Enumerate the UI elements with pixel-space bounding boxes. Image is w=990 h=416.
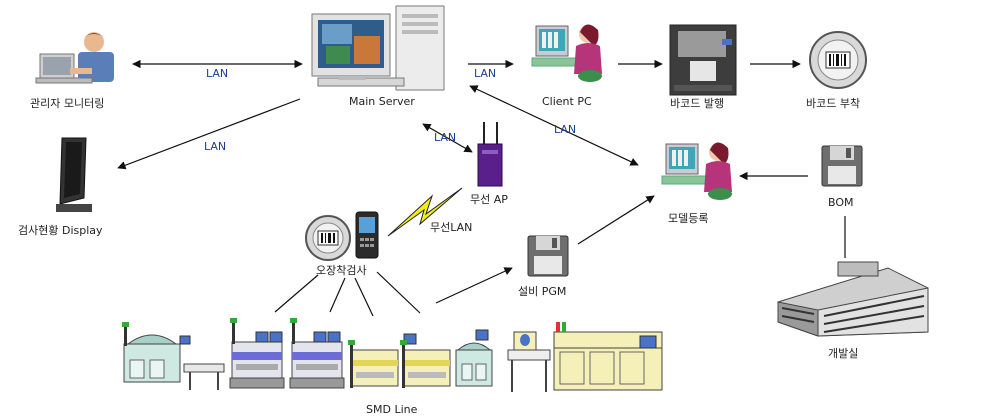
- conn-line-pgm: [435, 267, 513, 304]
- wireless-signal-icon: [387, 187, 463, 237]
- connections: [117, 59, 846, 317]
- smd-reflow-oven: [553, 322, 663, 391]
- conn-server-display: [117, 98, 301, 170]
- main-server-icon: [311, 5, 445, 91]
- pgm-floppy-icon: [527, 235, 569, 277]
- smd-machine-5: [400, 333, 451, 388]
- conn-server-model: [469, 85, 639, 166]
- label-model-registration: 모델등록: [668, 212, 709, 225]
- label-inspection-display: 검사현황 Display: [18, 224, 103, 237]
- smd-inspection-stand: [507, 331, 551, 392]
- conn-insp-4: [376, 271, 421, 314]
- label-wireless-ap: 무선 AP: [470, 193, 508, 206]
- handheld-scanner-icon: [355, 211, 379, 259]
- admin-person-icon: [35, 32, 114, 84]
- smd-conveyor-1: [183, 363, 225, 390]
- label-barcode-print: 바코드 발행: [670, 97, 725, 110]
- model-registration-icon: [661, 142, 732, 200]
- lan-label-display: LAN: [204, 140, 227, 153]
- label-bom: BOM: [828, 196, 854, 209]
- development-building-icon: [777, 261, 929, 337]
- lan-label-ap: LAN: [434, 131, 457, 144]
- label-main-server: Main Server: [349, 95, 415, 108]
- conn-insp-3: [354, 277, 374, 317]
- lan-label-model: LAN: [554, 123, 577, 136]
- bom-floppy-icon: [821, 145, 863, 187]
- label-inspection: 오장착검사: [316, 264, 367, 277]
- label-dev-room: 개발실: [828, 347, 859, 360]
- smd-machine-6: [455, 329, 493, 387]
- label-client-pc: Client PC: [542, 95, 592, 108]
- inspection-reel-icon: [305, 215, 351, 261]
- smd-machine-1: [122, 322, 191, 383]
- barcode-printer-icon: [669, 24, 737, 96]
- conn-insp-2: [329, 277, 346, 313]
- inspection-display-icon: [56, 137, 92, 212]
- conn-insp-1: [274, 274, 319, 313]
- label-equipment-pgm: 설비 PGM: [518, 285, 567, 298]
- client-pc-icon: [531, 24, 602, 82]
- wireless-ap-icon: [477, 122, 503, 187]
- label-wireless-lan: 무선LAN: [430, 221, 473, 234]
- lan-label-client: LAN: [474, 67, 497, 80]
- label-barcode-attach: 바코드 부착: [806, 97, 861, 110]
- label-smd-line: SMD Line: [366, 403, 418, 416]
- smd-machine-3: [289, 318, 345, 389]
- conn-server-ap: [422, 123, 473, 153]
- conn-pgm-model: [577, 195, 655, 245]
- lan-label-admin: LAN: [206, 67, 229, 80]
- smd-line-machines: [122, 318, 663, 392]
- smd-machine-2: [229, 318, 285, 389]
- smd-machine-4: [348, 340, 399, 388]
- barcode-reel-icon: [809, 31, 867, 89]
- label-admin-monitoring: 관리자 모니터링: [30, 97, 105, 110]
